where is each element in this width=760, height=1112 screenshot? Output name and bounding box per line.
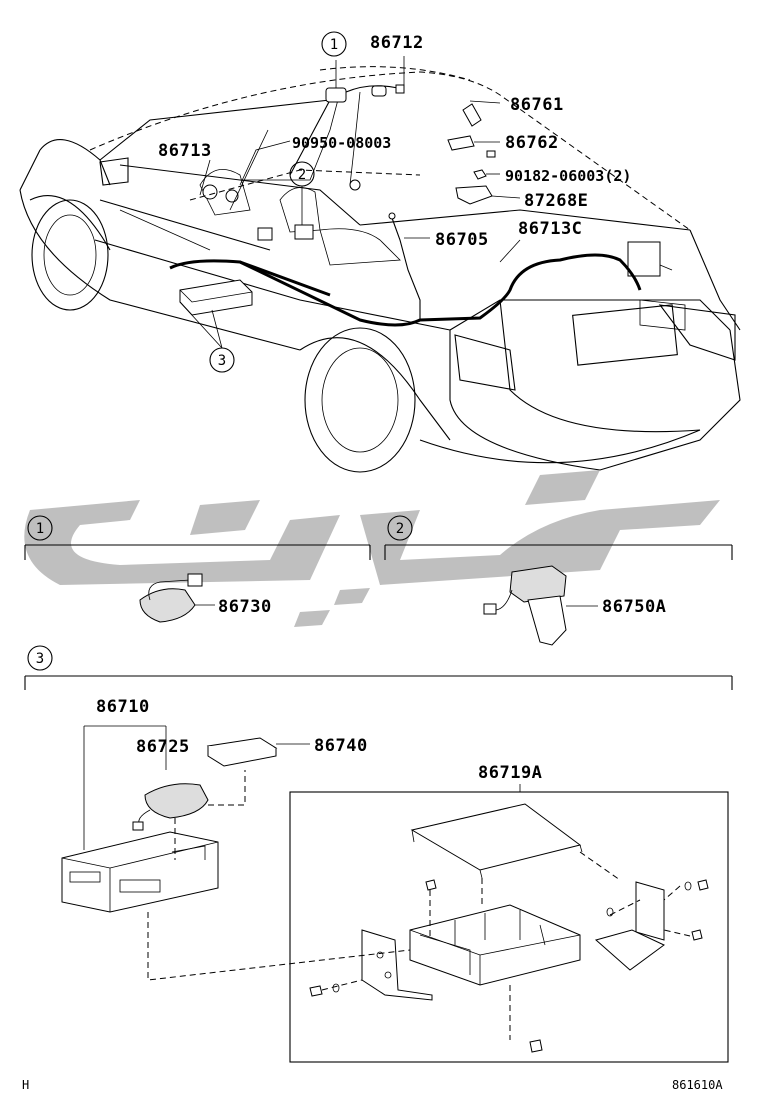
label-86725: 86725 <box>136 737 190 757</box>
label-90950-08003: 90950-08003 <box>292 134 391 152</box>
label-86705: 86705 <box>435 230 489 250</box>
label-86712: 86712 <box>370 33 424 53</box>
overview-leaders <box>179 129 521 349</box>
label-86710: 86710 <box>96 697 150 717</box>
part-86762-base <box>447 135 500 158</box>
label-86713C: 86713C <box>518 219 582 239</box>
svg-text:3: 3 <box>36 651 44 667</box>
part-90182-nut <box>473 169 500 180</box>
svg-text:3: 3 <box>218 353 226 369</box>
label-86719A: 86719A <box>478 763 542 783</box>
section-3: 3 86710 86725 86740 86719A <box>24 645 733 1063</box>
label-86750A: 86750A <box>602 597 666 617</box>
label-86762: 86762 <box>505 133 559 153</box>
car-illustration <box>19 66 741 473</box>
footer-figure-number: 861610A <box>672 1078 723 1092</box>
section-2: 2 86750A <box>384 515 733 646</box>
svg-text:1: 1 <box>330 37 338 53</box>
part-86761-rod <box>462 100 501 127</box>
callout-1-overview: 1 <box>321 31 347 57</box>
label-90182-06003: 90182-06003(2) <box>505 167 631 185</box>
watermark-logo <box>24 470 720 627</box>
label-86740: 86740 <box>314 736 368 756</box>
part-86712-antenna <box>325 56 405 103</box>
callout-2-overview: 2 <box>289 161 315 187</box>
label-87268E: 87268E <box>524 191 588 211</box>
part-87268E-bracket <box>455 185 521 205</box>
svg-text:2: 2 <box>396 521 404 537</box>
label-86761: 86761 <box>510 95 564 115</box>
svg-text:1: 1 <box>36 521 44 537</box>
svg-text:2: 2 <box>298 167 306 183</box>
screw-icons <box>309 879 709 1053</box>
section-1: 1 86730 <box>24 515 371 623</box>
label-86730: 86730 <box>218 597 272 617</box>
footer-left-code: H <box>22 1078 29 1092</box>
callout-3-overview: 3 <box>209 347 235 373</box>
label-86713: 86713 <box>158 141 212 161</box>
